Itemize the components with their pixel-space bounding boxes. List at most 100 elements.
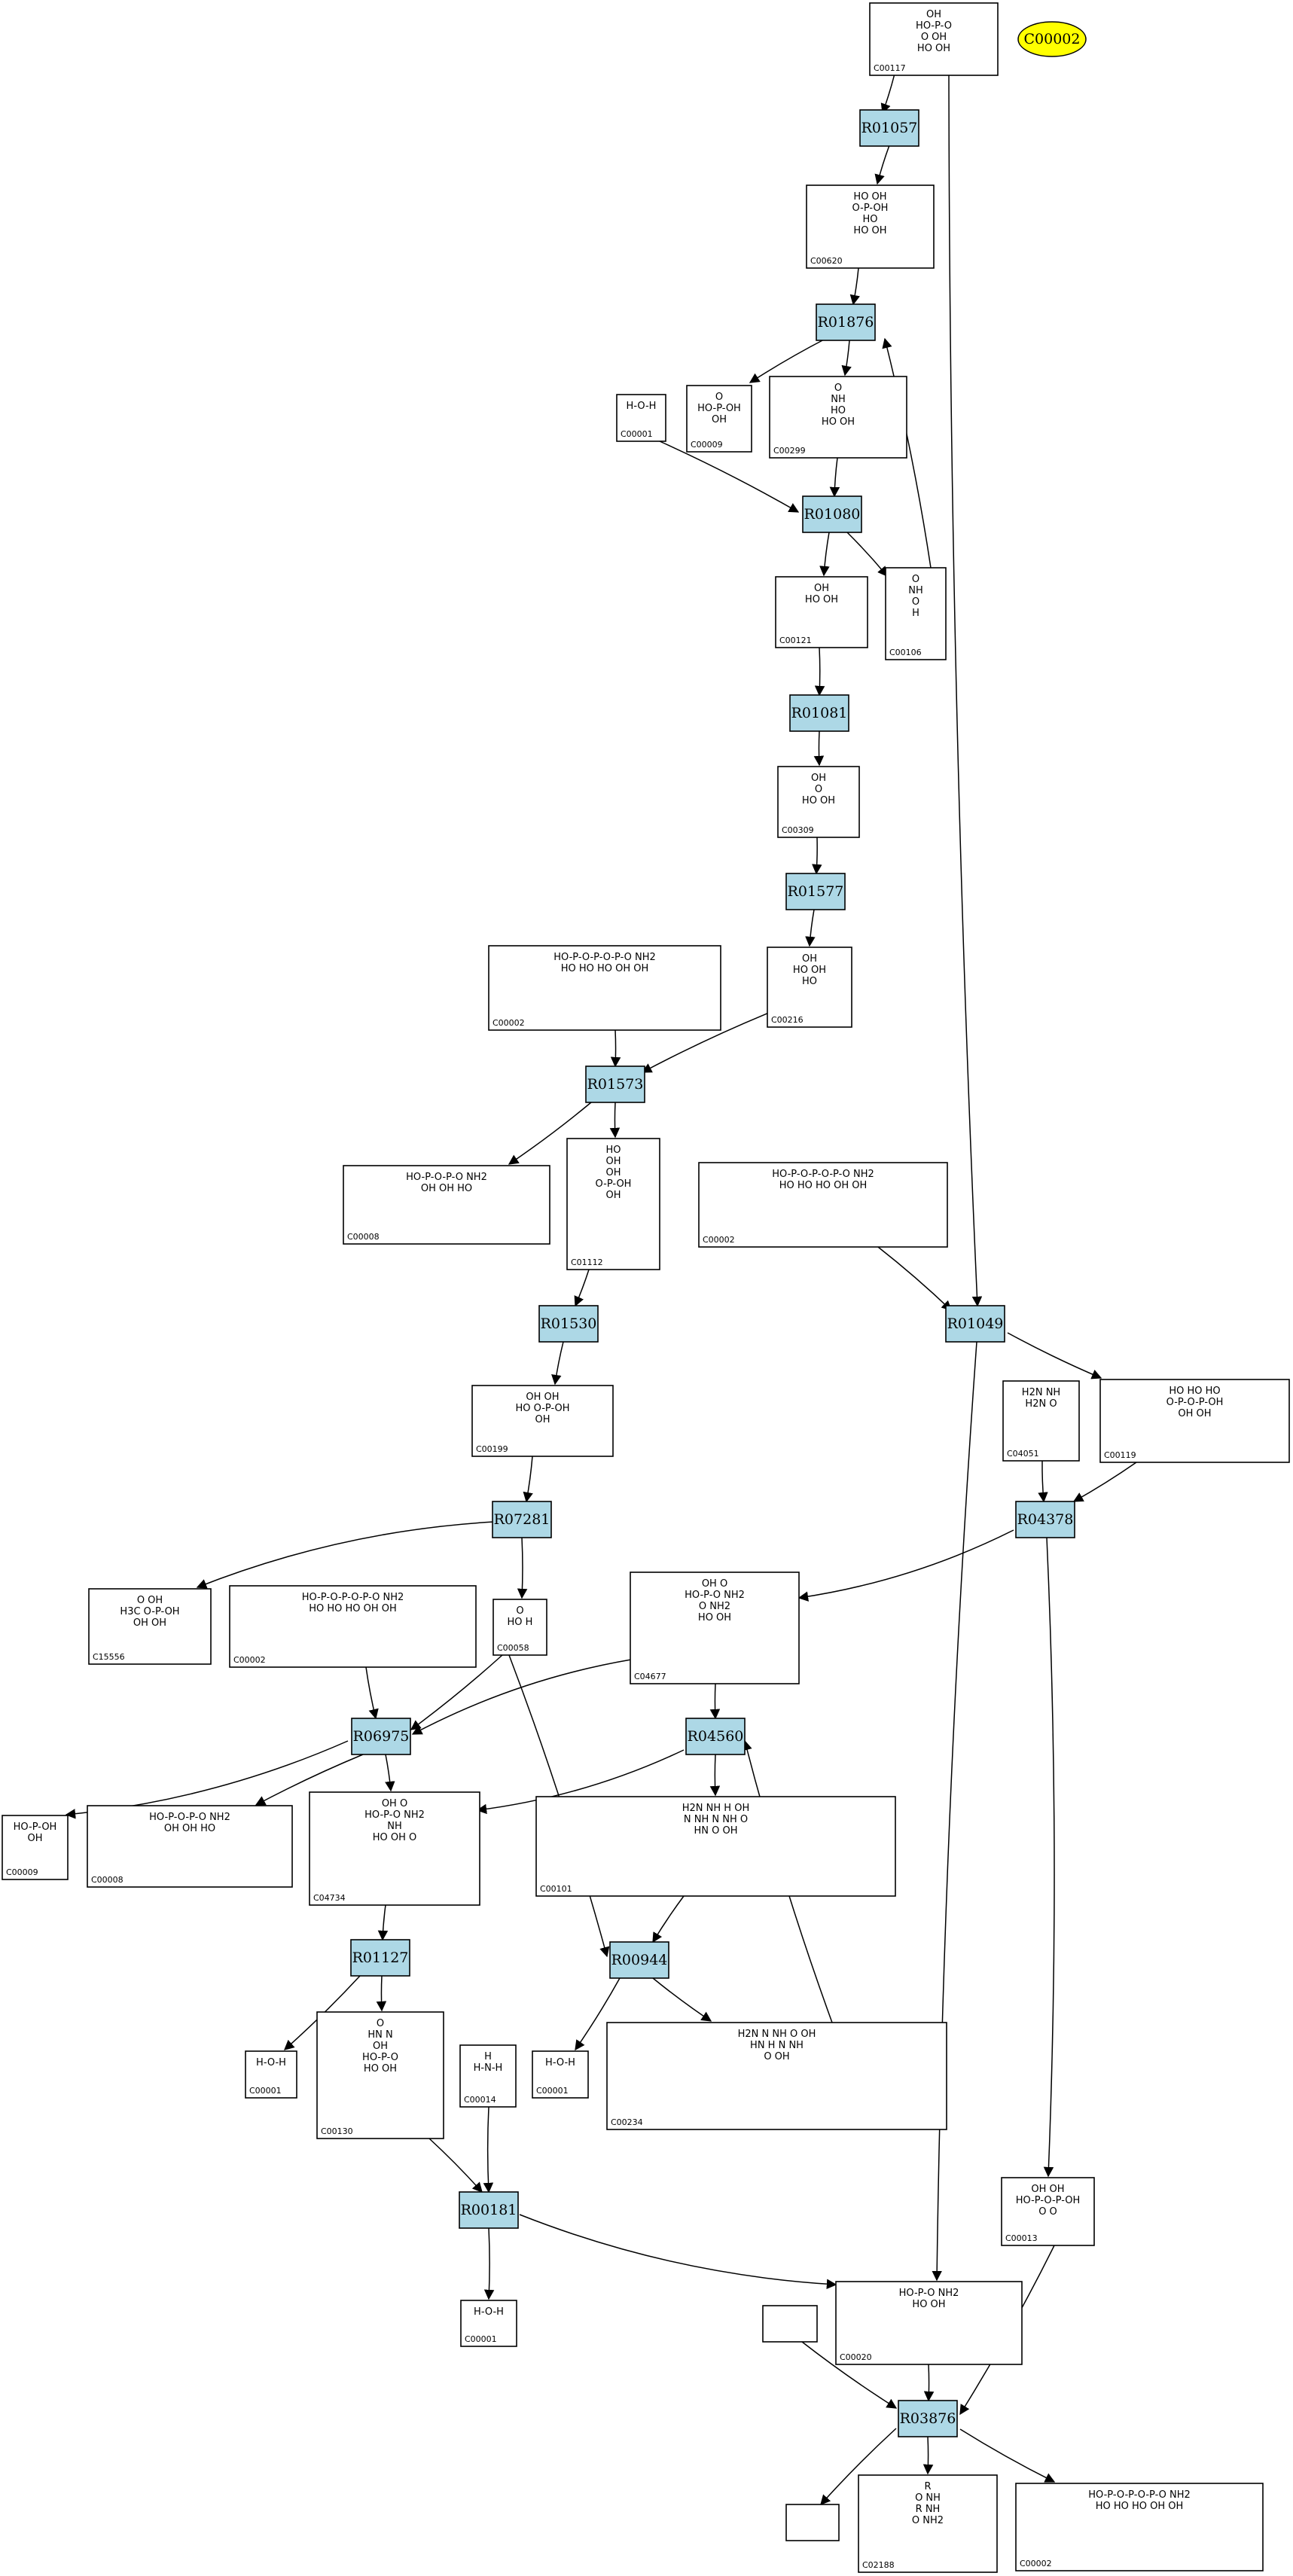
edge-R04560-to-c04734: [476, 1749, 685, 1815]
compound-box: [835, 2281, 1023, 2365]
edge-R06975-to-c00008b: [255, 1754, 364, 1806]
reaction-node-R04378[interactable]: R04378: [1015, 1501, 1075, 1538]
reaction-box: [609, 1941, 669, 1979]
reaction-label: R04378: [1017, 1511, 1074, 1528]
compound-id: C00309: [782, 825, 814, 835]
structure-drawing: H-O-H: [474, 2306, 504, 2318]
edge-c04051-to-R04378: [1038, 1460, 1048, 1503]
structure-drawing: H-O-H: [545, 2057, 575, 2068]
compound-id: C04051: [1007, 1449, 1039, 1459]
reaction-node-R01573[interactable]: R01573: [585, 1065, 645, 1103]
compound-id: C00014: [464, 2095, 496, 2105]
reaction-node-R01127[interactable]: R01127: [350, 1939, 410, 1977]
compound-id: C00002: [1020, 2559, 1052, 2568]
reaction-label: R04560: [688, 1728, 744, 1745]
compound-id: C00299: [773, 446, 806, 456]
compound-box: [1015, 2483, 1264, 2571]
reaction-node-R01577[interactable]: R01577: [785, 873, 846, 910]
compound-id: C00013: [1005, 2233, 1038, 2243]
reaction-node-R00181[interactable]: R00181: [459, 2191, 519, 2229]
reaction-node-R01049[interactable]: R01049: [945, 1305, 1005, 1343]
edge-R01049-to-c00020: [932, 1341, 977, 2282]
compound-id: C00009: [6, 1867, 38, 1877]
edge-c00117-to-R01057: [880, 73, 895, 114]
edge-R04378-to-c00013: [1043, 1537, 1055, 2178]
compound-box: [767, 947, 852, 1028]
edge-R00944-to-c00234: [652, 1977, 712, 2022]
compound-box: [806, 184, 935, 269]
edge-R03876-to-c00002d: [959, 2428, 1056, 2483]
compound-id: C00058: [497, 1643, 529, 1653]
compound-node-blank1[interactable]: [762, 2305, 818, 2343]
reaction-node-R00944[interactable]: R00944: [609, 1941, 669, 1979]
reaction-node-R07281[interactable]: R07281: [492, 1501, 552, 1538]
reaction-box: [816, 303, 876, 341]
compound-box: [698, 1162, 948, 1248]
edge-R00944-to-c00001c: [575, 1977, 621, 2051]
reaction-node-R01530[interactable]: R01530: [538, 1305, 599, 1343]
reaction-node-R04560[interactable]: R04560: [685, 1718, 746, 1755]
reaction-node-R03876[interactable]: R03876: [898, 2400, 958, 2437]
reaction-node-R01080[interactable]: R01080: [802, 495, 862, 533]
compound-box: [630, 1572, 800, 1684]
compound-box: [566, 1138, 660, 1270]
reaction-label: R01049: [947, 1315, 1004, 1332]
compound-node-blank2[interactable]: [785, 2504, 840, 2541]
reaction-node-R06975[interactable]: R06975: [351, 1718, 411, 1755]
compound-box: [471, 1385, 614, 1457]
reaction-label: R01577: [788, 883, 844, 900]
reaction-node-R01057[interactable]: R01057: [859, 109, 919, 147]
compound-id: C00001: [249, 2086, 282, 2096]
edge-R01080-to-c00106: [846, 532, 888, 578]
edge-c00620-to-R01876: [849, 267, 860, 306]
compound-box: [245, 2050, 297, 2099]
edge-c00001a-to-R01080: [659, 441, 800, 513]
legend-compound-node[interactable]: C00002: [1017, 21, 1087, 57]
reaction-node-R01876[interactable]: R01876: [816, 303, 876, 341]
compound-id: C00199: [476, 1444, 508, 1454]
compound-box: [686, 385, 752, 453]
reaction-node-R01081[interactable]: R01081: [789, 694, 849, 732]
edge-c00014-to-R00181: [483, 2106, 494, 2193]
